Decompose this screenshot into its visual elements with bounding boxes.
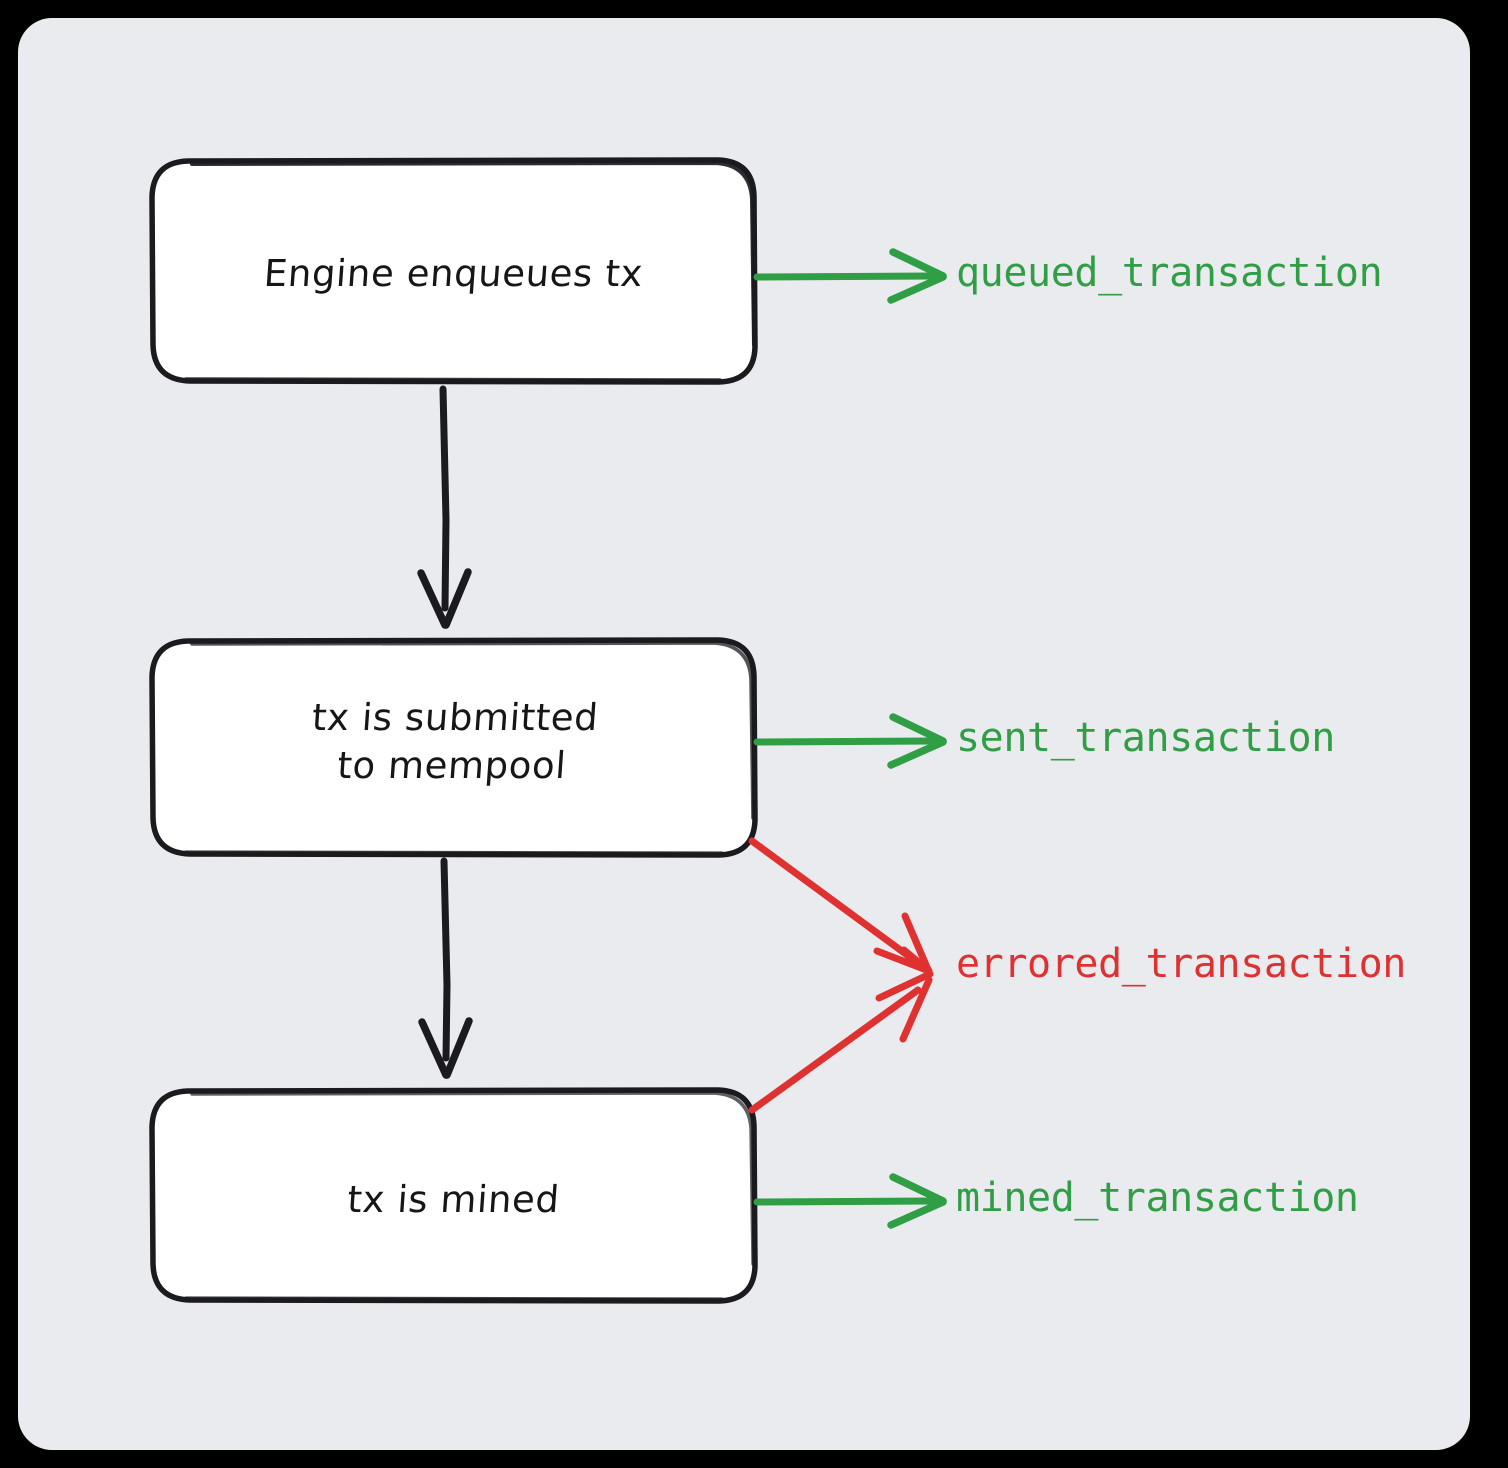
arrow-head-b [873,947,933,975]
event-label-errored-transaction: errored_transaction [956,941,1406,987]
arrow-head-left [417,569,449,629]
arrow-head-top [889,1173,947,1205]
arrow-shaft [439,385,450,612]
flow-arrow-submitted-to-mined [418,857,473,1079]
arrow-shaft [748,837,922,967]
event-label-mined-transaction: mined_transaction [956,1175,1359,1221]
node-shape-sketch-overlay [190,160,756,347]
arrow-head-bottom [887,1198,947,1229]
arrow-shaft [748,986,922,1114]
arrow-shaft [753,272,936,281]
arrow-head-bottom [887,273,947,304]
arrow-head-d [875,970,934,1002]
arrow-head-bottom [887,738,947,769]
event-arrow-mined-transaction [753,1173,947,1229]
arrow-head-c [901,912,933,976]
arrow-shaft [753,1197,936,1206]
arrow-head-e [899,976,933,1043]
event-arrow-sent-transaction [753,713,947,769]
event-arrow-queued-transaction [753,248,947,304]
node-shape [149,637,758,858]
event-arrow-submitted-to-errored [748,837,934,1002]
arrow-head-left [418,1018,450,1079]
arrow-head-top [889,713,947,745]
arrow-head-right [442,568,472,629]
node-shape-sketch-bottom [184,377,722,382]
arrow-shaft [440,857,451,1062]
flow-arrow-enqueued-to-submitted [417,385,472,629]
node-shape-sketch-overlay [190,641,755,820]
node-shape-sketch-bottom [184,850,724,855]
event-label-sent-transaction: sent_transaction [956,715,1335,761]
node-tx-submitted-mempool[interactable] [149,637,758,858]
node-tx-is-mined[interactable] [149,1087,758,1304]
arrow-head-top [889,248,947,280]
node-shape [149,1087,758,1304]
node-shape-sketch-overlay [190,1091,755,1266]
event-arrow-mined-to-errored [748,976,933,1114]
arrow-head-right [443,1017,473,1079]
node-shape [149,157,758,385]
event-label-queued-transaction: queued_transaction [956,250,1383,296]
node-shape-sketch-bottom [184,1296,724,1301]
arrow-shaft [753,737,936,746]
node-engine-enqueues-tx[interactable] [149,157,758,385]
